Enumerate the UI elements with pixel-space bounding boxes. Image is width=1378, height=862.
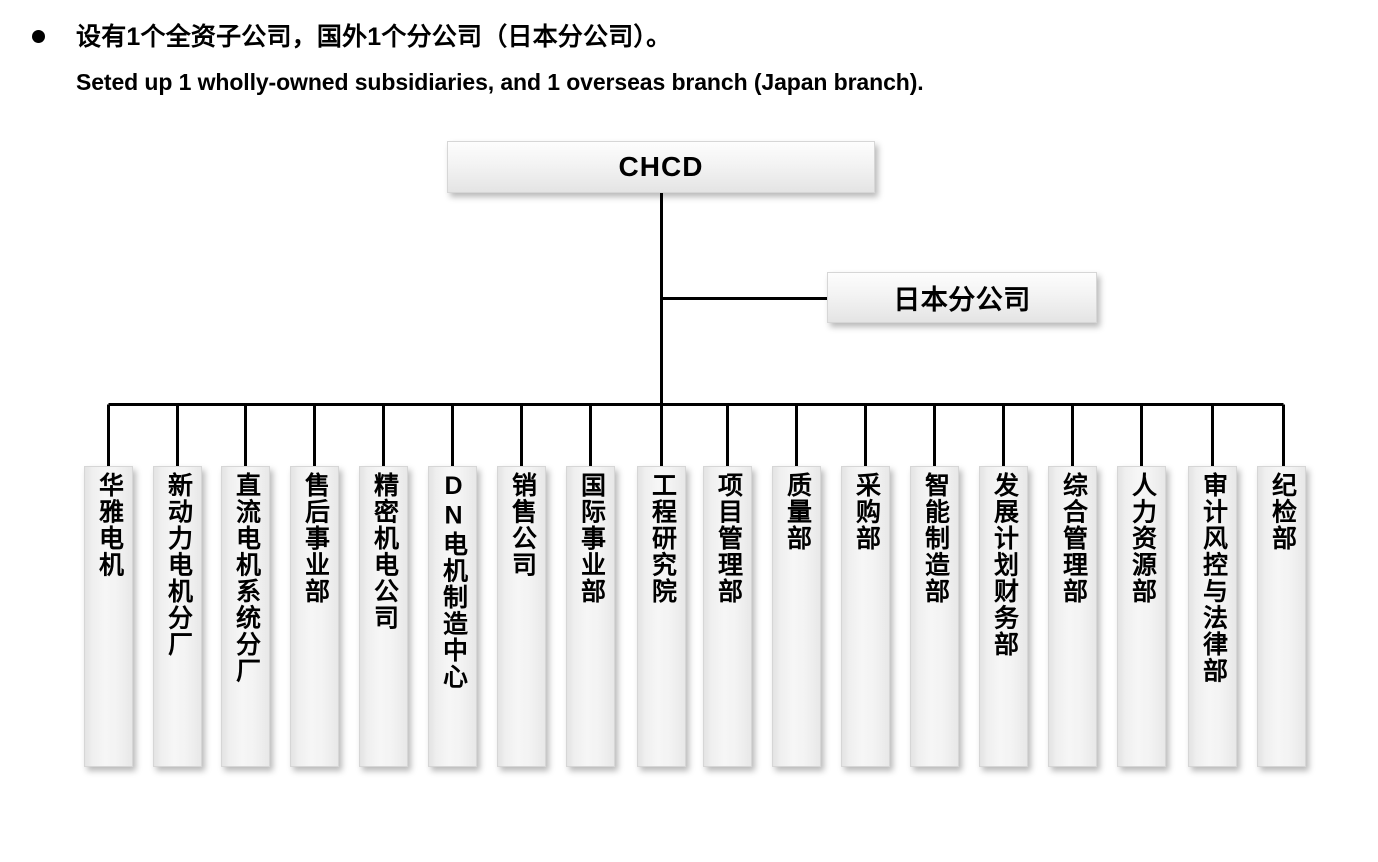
org-node-department-1[interactable]: 华雅电机 (84, 466, 133, 767)
org-node-department-16-label: 人力资源部 (1128, 472, 1157, 605)
org-node-department-13-label: 智能制造部 (921, 472, 950, 605)
org-node-department-7[interactable]: 销售公司 (497, 466, 546, 767)
org-node-root-label: CHCD (618, 151, 704, 182)
org-node-department-8[interactable]: 国际事业部 (566, 466, 615, 767)
org-node-department-15-label: 综合管理部 (1059, 472, 1088, 605)
org-node-department-2[interactable]: 新动力电机分厂 (153, 466, 202, 767)
org-node-department-14[interactable]: 发展计划财务部 (979, 466, 1028, 767)
org-node-department-1-label: 华雅电机 (95, 472, 124, 578)
org-node-department-3[interactable]: 直流电机系统分厂 (221, 466, 270, 767)
org-node-department-11[interactable]: 质量部 (772, 466, 821, 767)
org-node-department-17-label: 审计风控与法律部 (1199, 472, 1228, 684)
org-node-department-4-label: 售后事业部 (301, 472, 330, 605)
org-node-department-9-label: 工程研究院 (648, 472, 677, 605)
org-node-department-12-label: 采购部 (852, 472, 881, 552)
org-node-department-5-label: 精密机电公司 (370, 472, 399, 631)
org-node-department-18-label: 纪检部 (1268, 472, 1297, 552)
org-node-department-14-label: 发展计划财务部 (990, 472, 1019, 658)
bullet-dot-icon (32, 30, 45, 43)
org-node-japan-branch[interactable]: 日本分公司 (827, 272, 1097, 323)
org-node-department-18[interactable]: 纪检部 (1257, 466, 1306, 767)
org-node-department-17[interactable]: 审计风控与法律部 (1188, 466, 1237, 767)
org-node-department-8-label: 国际事业部 (577, 472, 606, 605)
headline-chinese: 设有1个全资子公司，国外1个分公司（日本分公司）。 (76, 23, 672, 51)
org-node-department-12[interactable]: 采购部 (841, 466, 890, 767)
org-node-department-7-label: 销售公司 (508, 472, 537, 578)
org-node-department-6[interactable]: DN电机制造中心 (428, 466, 477, 767)
org-node-department-15[interactable]: 综合管理部 (1048, 466, 1097, 767)
org-node-department-16[interactable]: 人力资源部 (1117, 466, 1166, 767)
org-node-department-6-label: DN电机制造中心 (439, 472, 468, 690)
org-node-root[interactable]: CHCD (447, 141, 875, 193)
org-node-department-9[interactable]: 工程研究院 (637, 466, 686, 767)
org-node-japan-branch-label: 日本分公司 (893, 285, 1031, 315)
org-node-department-13[interactable]: 智能制造部 (910, 466, 959, 767)
org-node-department-11-label: 质量部 (783, 472, 812, 552)
header-block: 设有1个全资子公司，国外1个分公司（日本分公司）。 Seted up 1 who… (0, 0, 1378, 120)
org-node-department-5[interactable]: 精密机电公司 (359, 466, 408, 767)
org-node-department-10[interactable]: 项目管理部 (703, 466, 752, 767)
org-node-department-4[interactable]: 售后事业部 (290, 466, 339, 767)
org-node-department-2-label: 新动力电机分厂 (164, 472, 193, 658)
org-node-department-10-label: 项目管理部 (714, 472, 743, 605)
org-node-department-3-label: 直流电机系统分厂 (232, 472, 261, 684)
headline-english: Seted up 1 wholly-owned subsidiaries, an… (76, 69, 924, 95)
